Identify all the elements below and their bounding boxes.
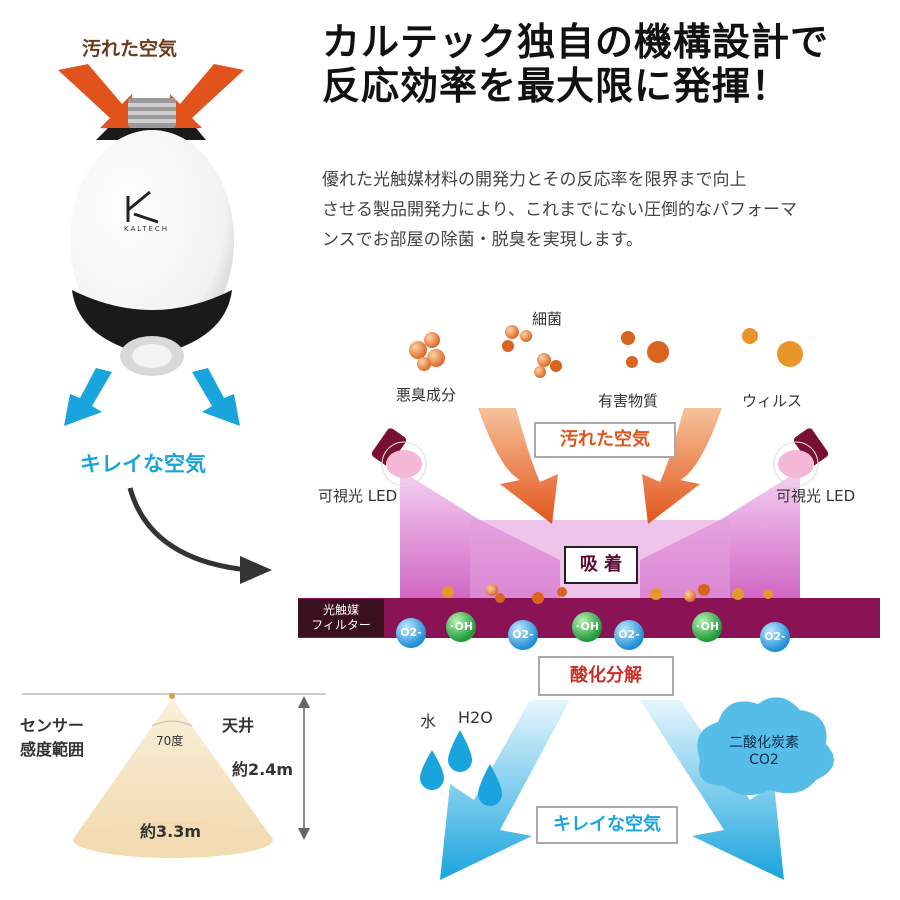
dirty-air-box: 汚れた空気 bbox=[534, 422, 676, 458]
bulb-brand-logo: KALTECH bbox=[124, 225, 170, 233]
co2-label: 二酸化炭素 CO2 bbox=[712, 732, 816, 768]
description-text: 優れた光触媒材料の開発力とその反応率を限界まで向上 させる製品開発力により、これ… bbox=[322, 165, 862, 255]
ceiling-label: 天井 bbox=[222, 716, 255, 735]
oh-radical: ･OH bbox=[572, 612, 602, 642]
bulb-clean-air-label: キレイな空気 bbox=[80, 452, 206, 476]
odor-label: 悪臭成分 bbox=[396, 386, 457, 404]
o2-molecule: O2- bbox=[760, 622, 790, 652]
bacteria-label: 細菌 bbox=[532, 310, 563, 328]
filter-particles bbox=[442, 584, 773, 604]
sensor-width-label: 約3.3m bbox=[140, 822, 202, 841]
co2-label-line-1: 二酸化炭素 bbox=[729, 735, 799, 751]
adsorption-box: 吸 着 bbox=[564, 546, 638, 584]
flow-curve-arrow bbox=[127, 487, 249, 573]
o2-molecule: O2- bbox=[508, 620, 538, 650]
o2-molecule: O2- bbox=[614, 620, 644, 650]
led-right-label: 可視光 LED bbox=[776, 487, 856, 505]
oh-radical: ･OH bbox=[692, 612, 722, 642]
filter-label: 光触媒 フィルター bbox=[298, 599, 384, 637]
co2-cloud bbox=[697, 697, 834, 796]
led-left-label: 可視光 LED bbox=[318, 487, 398, 505]
filter-label-line-2: フィルター bbox=[311, 618, 371, 632]
oh-radical: ･OH bbox=[446, 612, 476, 642]
harmful-substance-label: 有害物質 bbox=[598, 392, 659, 410]
bulb-illustration bbox=[70, 98, 234, 376]
sensor-range-diagram bbox=[22, 693, 326, 858]
headline-line-2: 反応効率を最大限に発揮！ bbox=[322, 64, 791, 108]
description-line-2: させる製品開発力により、これまでにない圧倒的なパフォーマ bbox=[322, 200, 797, 220]
particles bbox=[409, 325, 803, 378]
water-label: 水 bbox=[420, 712, 437, 731]
filter-label-line-1: 光触媒 bbox=[322, 603, 359, 617]
co2-label-line-2: CO2 bbox=[749, 752, 779, 768]
sensor-angle-label: 70度 bbox=[156, 734, 184, 748]
clean-air-arrows-bottom bbox=[64, 368, 240, 426]
clean-air-arrows-diagram bbox=[440, 700, 784, 880]
water-drops bbox=[420, 730, 502, 806]
dirty-air-arrows-top bbox=[58, 64, 244, 130]
page-headline: カルテック独自の機構設計で 反応効率を最大限に発揮！ bbox=[322, 20, 892, 108]
description-line-1: 優れた光触媒材料の開発力とその反応率を限界まで向上 bbox=[322, 170, 747, 190]
bulb-dirty-air-label: 汚れた空気 bbox=[82, 38, 178, 60]
led-left-lamp bbox=[371, 428, 427, 487]
sensor-height-label: 約2.4m bbox=[232, 760, 294, 779]
oxidation-box: 酸化分解 bbox=[538, 656, 674, 696]
description-line-3: ンスでお部屋の除菌・脱臭を実現します。 bbox=[322, 230, 643, 250]
h2o-label: H2O bbox=[458, 708, 493, 727]
led-right-lamp bbox=[773, 428, 829, 487]
virus-label: ウィルス bbox=[742, 392, 803, 410]
headline-line-1: カルテック独自の機構設計で bbox=[322, 20, 830, 64]
sensor-range-title: センサー 感度範囲 bbox=[20, 714, 84, 762]
sensor-title-line-2: 感度範囲 bbox=[20, 740, 85, 759]
sensor-title-line-1: センサー bbox=[20, 716, 85, 735]
clean-air-box: キレイな空気 bbox=[536, 806, 678, 844]
o2-molecule: O2- bbox=[396, 618, 426, 648]
dirty-air-arrows-diagram bbox=[478, 408, 722, 524]
